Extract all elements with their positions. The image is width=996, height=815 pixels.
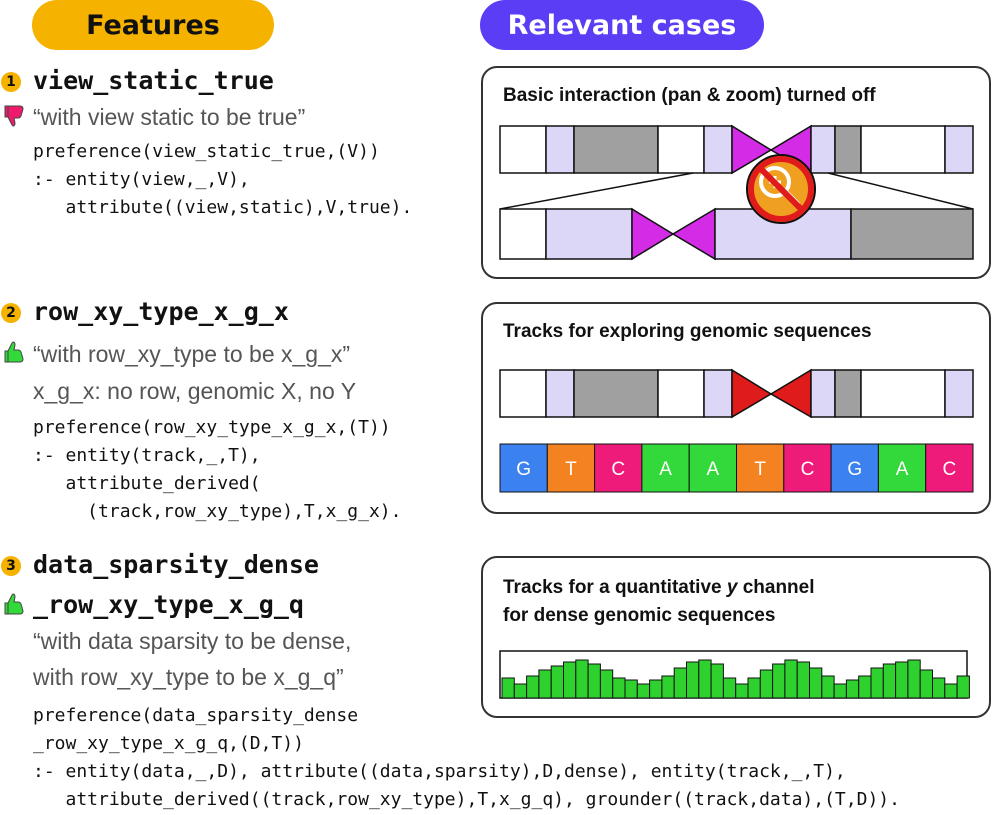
nucleotide-cell xyxy=(594,443,643,493)
quantitative-bars xyxy=(501,659,970,699)
case-3-title-line2: for dense genomic sequences xyxy=(503,605,776,626)
case-3-title-line1: Tracks for a quantitative y channel xyxy=(503,577,815,598)
nucleotide-label: C xyxy=(611,459,625,480)
feature-2-quote: “with row_xy_type to be x_g_x” xyxy=(33,341,351,367)
quant-bar xyxy=(649,679,663,699)
nucleotide-cell xyxy=(736,443,785,493)
quant-bar xyxy=(722,677,737,699)
nucleotide-label: T xyxy=(565,459,577,480)
quant-bar xyxy=(513,683,528,699)
feature-2-number: 2 xyxy=(1,303,21,323)
nucleotide-cell xyxy=(641,443,690,493)
quant-bar xyxy=(882,663,897,699)
nucleotide-label: G xyxy=(847,459,862,480)
quant-bar xyxy=(710,663,724,699)
quant-bar xyxy=(612,677,626,699)
quant-bar xyxy=(661,675,675,699)
no-zoom-icon xyxy=(746,154,816,224)
quant-bar xyxy=(845,679,860,699)
quant-bar xyxy=(759,669,774,699)
quant-bar xyxy=(538,669,552,699)
nucleotide-cell xyxy=(783,443,832,493)
feature-2-note: x_g_x: no row, genomic X, no Y xyxy=(33,378,357,404)
nucleotide-label: A xyxy=(659,459,672,480)
thumbs-up-icon xyxy=(4,341,24,363)
quant-bar xyxy=(747,677,761,699)
nucleotide-label: A xyxy=(896,459,909,480)
quant-bar xyxy=(895,661,909,699)
feature-1-code: preference(view_static_true,(V)) :- enti… xyxy=(33,141,413,218)
nucleotide-label: A xyxy=(707,459,720,480)
quant-bar xyxy=(784,659,798,699)
quant-bar xyxy=(587,663,601,699)
quant-bar xyxy=(636,683,651,699)
nucleotide-label: C xyxy=(801,459,815,480)
feature-3-name-line2: _row_xy_type_x_g_q xyxy=(33,590,304,619)
nucleotide-label: C xyxy=(942,459,956,480)
quant-bar xyxy=(575,659,589,699)
quant-bar xyxy=(673,667,687,699)
quant-bar xyxy=(833,683,847,699)
feature-2-code: preference(row_xy_type_x_g_x,(T)) :- ent… xyxy=(33,417,402,522)
case-3-card: Tracks for a quantitative y channel for … xyxy=(481,556,991,718)
case-1-illustration xyxy=(499,124,974,261)
quant-bar xyxy=(501,677,515,699)
quant-bar xyxy=(686,661,700,699)
case-2-card: Tracks for exploring genomic sequences G… xyxy=(481,302,991,514)
quant-bar xyxy=(870,667,884,699)
quant-bar xyxy=(944,683,958,699)
relevant-cases-header: Relevant cases xyxy=(480,0,764,50)
case-3-illustration xyxy=(499,650,970,699)
nucleotide-cell xyxy=(546,443,596,493)
quant-bar xyxy=(624,679,638,699)
quant-bar xyxy=(563,661,577,699)
feature-1-number: 1 xyxy=(1,72,21,92)
feature-3-quote-line1: “with data sparsity to be dense, xyxy=(33,628,352,654)
nucleotide-cell xyxy=(830,443,879,493)
case-1-title: Basic interaction (pan & zoom) turned of… xyxy=(503,85,876,106)
feature-3-quote-line2: with row_xy_type to be x_g_q” xyxy=(33,664,344,690)
quant-bar xyxy=(550,665,564,699)
quant-bar xyxy=(599,669,614,699)
features-header: Features xyxy=(32,0,274,50)
feature-1-name: view_static_true xyxy=(33,66,274,95)
nucleotide-cell xyxy=(925,443,974,493)
feature-3-name-line1: data_sparsity_dense xyxy=(33,550,319,579)
quant-bar xyxy=(809,667,823,699)
feature-3-code: preference(data_sparsity_dense _row_xy_t… xyxy=(33,705,900,810)
quant-bar xyxy=(858,675,872,699)
quant-bar xyxy=(907,659,921,699)
case-1-card: Basic interaction (pan & zoom) turned of… xyxy=(481,66,991,279)
nucleotide-cell xyxy=(877,443,927,493)
quant-bar xyxy=(526,675,540,699)
nucleotide-cell xyxy=(499,443,548,493)
feature-1-quote: “with view static to be true” xyxy=(33,104,306,130)
quant-bar xyxy=(735,683,749,699)
feature-2-name: row_xy_type_x_g_x xyxy=(33,297,289,326)
quant-bar xyxy=(932,677,946,699)
thumbs-up-icon xyxy=(4,593,24,615)
case-2-title: Tracks for exploring genomic sequences xyxy=(503,321,872,342)
quant-bar xyxy=(796,661,811,699)
nucleotide-label: G xyxy=(516,459,531,480)
quant-bar xyxy=(698,659,712,699)
nucleotide-label: T xyxy=(754,459,766,480)
feature-3-number: 3 xyxy=(1,556,21,576)
quant-bar xyxy=(956,675,970,699)
quant-bar xyxy=(821,675,835,699)
thumbs-down-icon xyxy=(4,105,24,127)
nucleotide-cell xyxy=(688,443,737,493)
quant-bar xyxy=(772,663,786,699)
quant-bar xyxy=(919,669,934,699)
